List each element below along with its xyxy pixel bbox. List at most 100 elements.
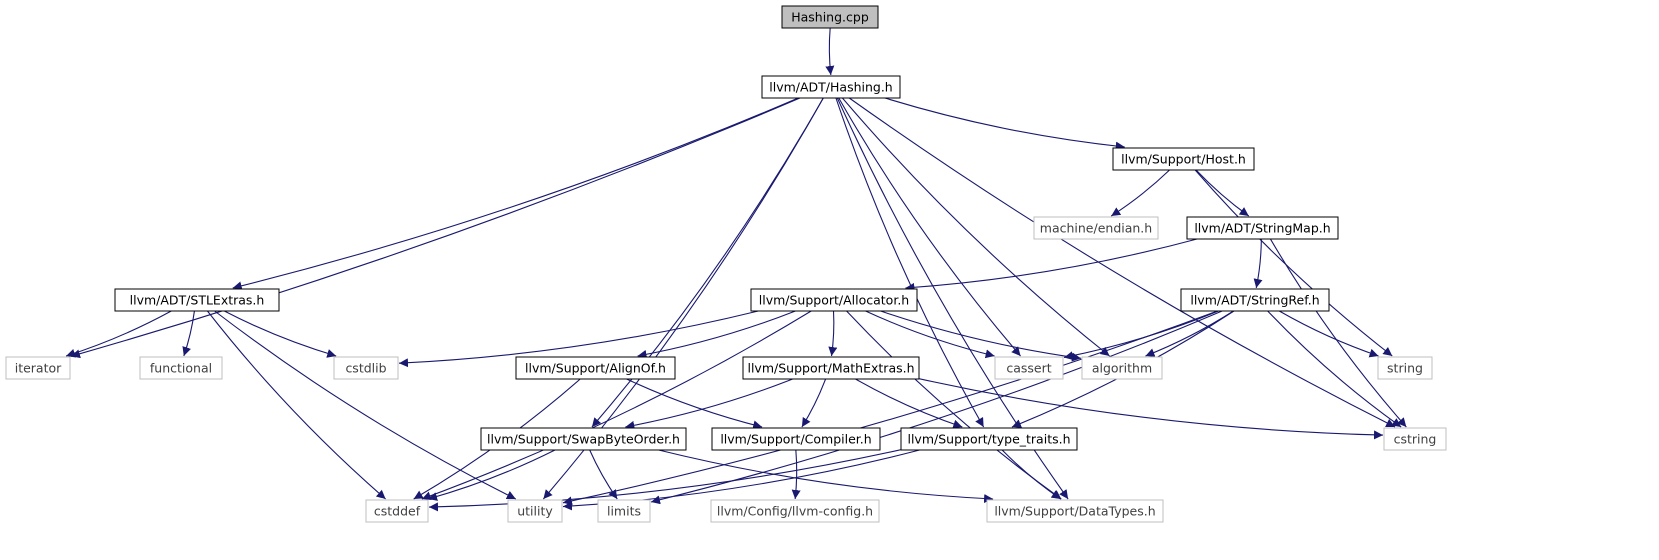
node-label: iterator [15,361,62,376]
edge-hashing_h-to-swapbyteorder [591,97,824,428]
edge-hashing_h-to-algorithm [841,97,1110,357]
node-label: llvm/ADT/StringMap.h [1194,221,1330,236]
node-box [986,499,1164,523]
edge-hashing_h-to-iterator [70,97,801,359]
edge-hashing_h-to-type_traits [835,97,985,428]
edge-stlextras-to-utility [214,310,517,500]
edge-host-to-machine_endian [1110,169,1170,217]
node-label: string [1387,361,1423,376]
edge-stlextras-to-functional [182,310,195,357]
node-label: llvm/Support/SwapByteOrder.h [487,432,680,447]
node-functional: functional [139,356,223,380]
node-box [750,288,918,312]
edge-stlextras-to-iterator [65,310,172,358]
edge-hashing_h-to-cstring [848,97,1396,428]
node-box [365,499,429,523]
node-label: Hashing.cpp [791,10,869,25]
node-box [597,499,651,523]
node-swapbyteorder[interactable]: llvm/Support/SwapByteOrder.h [480,427,687,451]
node-alignof[interactable]: llvm/Support/AlignOf.h [515,356,676,380]
node-box [761,75,901,99]
node-box [1186,216,1339,240]
node-label: algorithm [1092,361,1152,376]
node-box [507,499,563,523]
edge-allocator-to-algorithm [880,310,1082,362]
node-box [994,356,1064,380]
edge-hashing_h-to-cassert [838,97,1021,357]
edge-stringref-to-cstring [1267,310,1402,428]
node-label: machine/endian.h [1040,221,1152,236]
edge-type_traits-to-cstddef [428,449,902,512]
node-cassert: cassert [994,356,1064,380]
node-label: cassert [1006,361,1051,376]
node-datatypes: llvm/Support/DataTypes.h [986,499,1164,523]
node-box [710,499,880,523]
edge-mathextras-to-type_traits [855,378,963,429]
node-box [1180,288,1330,312]
node-host[interactable]: llvm/Support/Host.h [1112,147,1255,171]
node-label: llvm/Support/Allocator.h [759,293,909,308]
node-label: cstring [1394,432,1437,447]
node-stringmap[interactable]: llvm/ADT/StringMap.h [1186,216,1339,240]
edge-stringref-to-cassert [1063,310,1219,361]
node-box [1377,356,1433,380]
node-hashing_cpp[interactable]: Hashing.cpp [781,5,879,29]
node-iterator: iterator [5,356,71,380]
node-box [1081,356,1163,380]
node-limits: limits [597,499,651,523]
edge-stringmap-to-cstring [1269,238,1407,428]
node-box [333,356,399,380]
edge-type_traits-to-datatypes [1001,449,1061,500]
node-algorithm: algorithm [1081,356,1163,380]
edge-allocator-to-cstdlib [398,310,759,368]
dependency-nodes: Hashing.cpp llvm/ADT/Hashing.h iterator llv… [5,5,1447,523]
edge-hashing_h-to-stlextras [232,97,799,291]
node-box [114,288,280,312]
node-box [1033,216,1159,240]
node-machine_endian: machine/endian.h [1033,216,1159,240]
edge-allocator-to-alignof [637,310,796,359]
node-label: utility [517,504,553,519]
edge-stringref-to-string [1278,310,1379,358]
node-stlextras[interactable]: llvm/ADT/STLExtras.h [114,288,280,312]
node-cstddef: cstddef [365,499,429,523]
node-box [1383,427,1447,451]
edge-hashing_h-to-host [884,97,1125,151]
edge-stlextras-to-cstddef [206,310,386,500]
node-label: llvm/ADT/StringRef.h [1190,293,1319,308]
node-label: cstddef [374,504,421,519]
node-box [515,356,676,380]
node-label: llvm/Support/DataTypes.h [994,504,1155,519]
node-label: llvm/ADT/Hashing.h [769,80,892,95]
node-compiler[interactable]: llvm/Support/Compiler.h [711,427,881,451]
edge-stringmap-to-stringref [1253,238,1263,289]
node-box [480,427,687,451]
node-label: llvm/Support/type_traits.h [907,432,1070,447]
edge-mathextras-to-cstring [918,378,1384,440]
edge-stringmap-to-allocator [905,238,1198,292]
edge-compiler-to-llvm_config [791,449,801,500]
node-type_traits[interactable]: llvm/Support/type_traits.h [900,427,1078,451]
node-label: llvm/Config/llvm-config.h [717,504,873,519]
edge-swapbyteorder-to-cstddef [427,449,556,501]
node-hashing_h[interactable]: llvm/ADT/Hashing.h [761,75,901,99]
node-box [139,356,223,380]
node-box [742,356,920,380]
edge-mathextras-to-compiler [801,378,827,428]
node-label: llvm/Support/AlignOf.h [525,361,666,376]
node-allocator[interactable]: llvm/Support/Allocator.h [750,288,918,312]
edge-allocator-to-cstddef [421,310,812,501]
edge-allocator-to-mathextras [828,310,838,357]
edge-stringref-to-utility [562,310,1218,506]
node-label: functional [150,361,212,376]
edge-stlextras-to-cstdlib [224,310,337,358]
node-box [900,427,1078,451]
node-mathextras[interactable]: llvm/Support/MathExtras.h [742,356,920,380]
node-stringref[interactable]: llvm/ADT/StringRef.h [1180,288,1330,312]
edge-allocator-to-cassert [865,310,995,359]
node-box [711,427,881,451]
node-cstdlib: cstdlib [333,356,399,380]
node-box [781,5,879,29]
edge-swapbyteorder-to-datatypes [658,449,994,504]
